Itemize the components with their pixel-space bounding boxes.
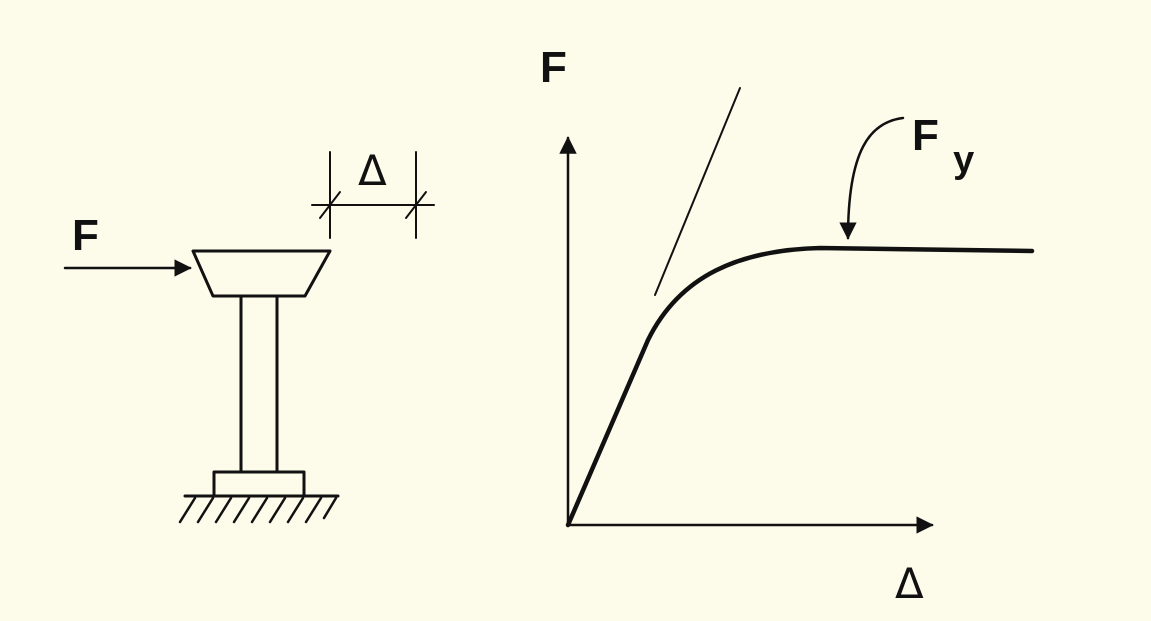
dimension-tick-right [405, 191, 427, 219]
force-displacement-curve [565, 245, 1035, 528]
ground-hatching [178, 496, 338, 524]
initial-stiffness-line [654, 87, 741, 296]
displacement-label: Δ [358, 146, 387, 195]
footing [212, 470, 306, 498]
column-diagram: F [63, 146, 435, 524]
yield-leader-arrow [839, 116, 905, 240]
pier-cap [191, 249, 332, 298]
yield-label-subscript: y [953, 139, 974, 181]
x-axis-label: Δ [895, 559, 924, 608]
force-displacement-graph: F Δ F y [540, 43, 1035, 608]
yield-label-main: F [912, 111, 939, 160]
y-axis-label: F [540, 43, 567, 92]
column-shaft [239, 294, 279, 474]
dimension-tick-left [319, 191, 341, 219]
yield-label: F y [912, 111, 974, 181]
force-label: F [72, 211, 99, 260]
